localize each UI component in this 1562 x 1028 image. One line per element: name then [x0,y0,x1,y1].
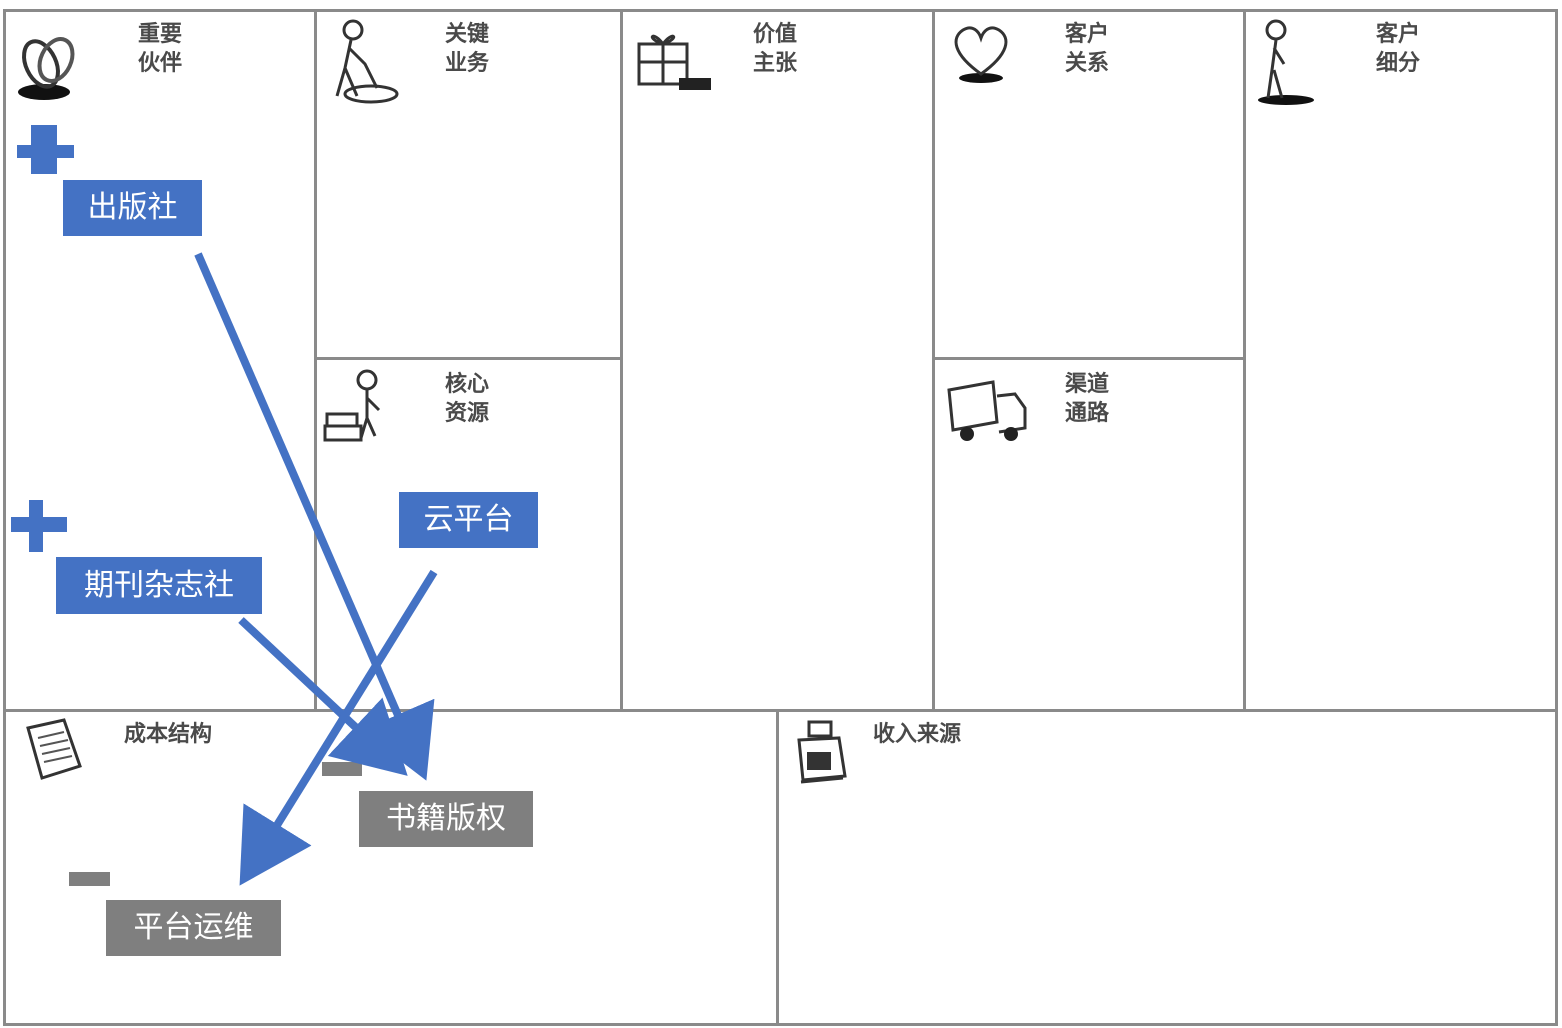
key-resources-title-line1: 核心 [445,372,490,397]
invoice-icon [26,718,82,780]
channels-title-line2: 通路 [1065,401,1110,426]
customer-segments-title-line1: 客户 [1376,22,1421,47]
channels-title-line1: 渠道 [1065,372,1110,397]
resource-cloud-platform-tag: 云平台 [399,492,538,548]
key-activities-title-line2: 业务 [445,51,490,76]
value-propositions-title-line2: 主张 [753,51,798,76]
value-propositions-cell: 价值 主张 [620,9,935,712]
partner-publisher-tag: 出版社 [63,180,202,236]
revenue-streams-cell: 收入来源 [776,709,1558,1026]
person-with-bricks-icon [323,369,381,442]
standing-person-icon [1258,19,1314,105]
customer-segments-title-line2: 细分 [1376,51,1421,76]
key-activities-title-line1: 关键 [445,22,490,47]
partner-magazine-tag: 期刊杂志社 [56,557,262,614]
customer-segments-cell: 客户 细分 [1243,9,1558,712]
cost-platform-ops-tag: 平台运维 [106,900,281,956]
revenue-streams-title: 收入来源 [873,722,962,747]
heart-icon [954,26,1008,83]
person-shoveling-icon [335,19,399,104]
customer-relationships-cell: 客户 关系 [932,9,1246,363]
cost-structure-title: 成本结构 [124,722,213,747]
truck-icon [947,380,1027,441]
cash-register-icon [797,720,847,784]
key-partners-title-line2: 伙伴 [138,51,183,76]
value-propositions-title-line1: 价值 [753,22,798,47]
customer-relationships-title-line1: 客户 [1065,22,1110,47]
gift-box-icon [637,34,711,90]
key-activities-cell: 关键 业务 [314,9,623,363]
channels-cell: 渠道 通路 [932,357,1246,712]
rings-icon [18,37,75,100]
customer-relationships-title-line2: 关系 [1065,51,1110,76]
key-partners-title-line1: 重要 [138,22,183,47]
cost-structure-cell: 成本结构 [3,709,779,1026]
cost-book-copyright-tag: 书籍版权 [359,791,533,847]
key-resources-title-line2: 资源 [445,401,490,426]
